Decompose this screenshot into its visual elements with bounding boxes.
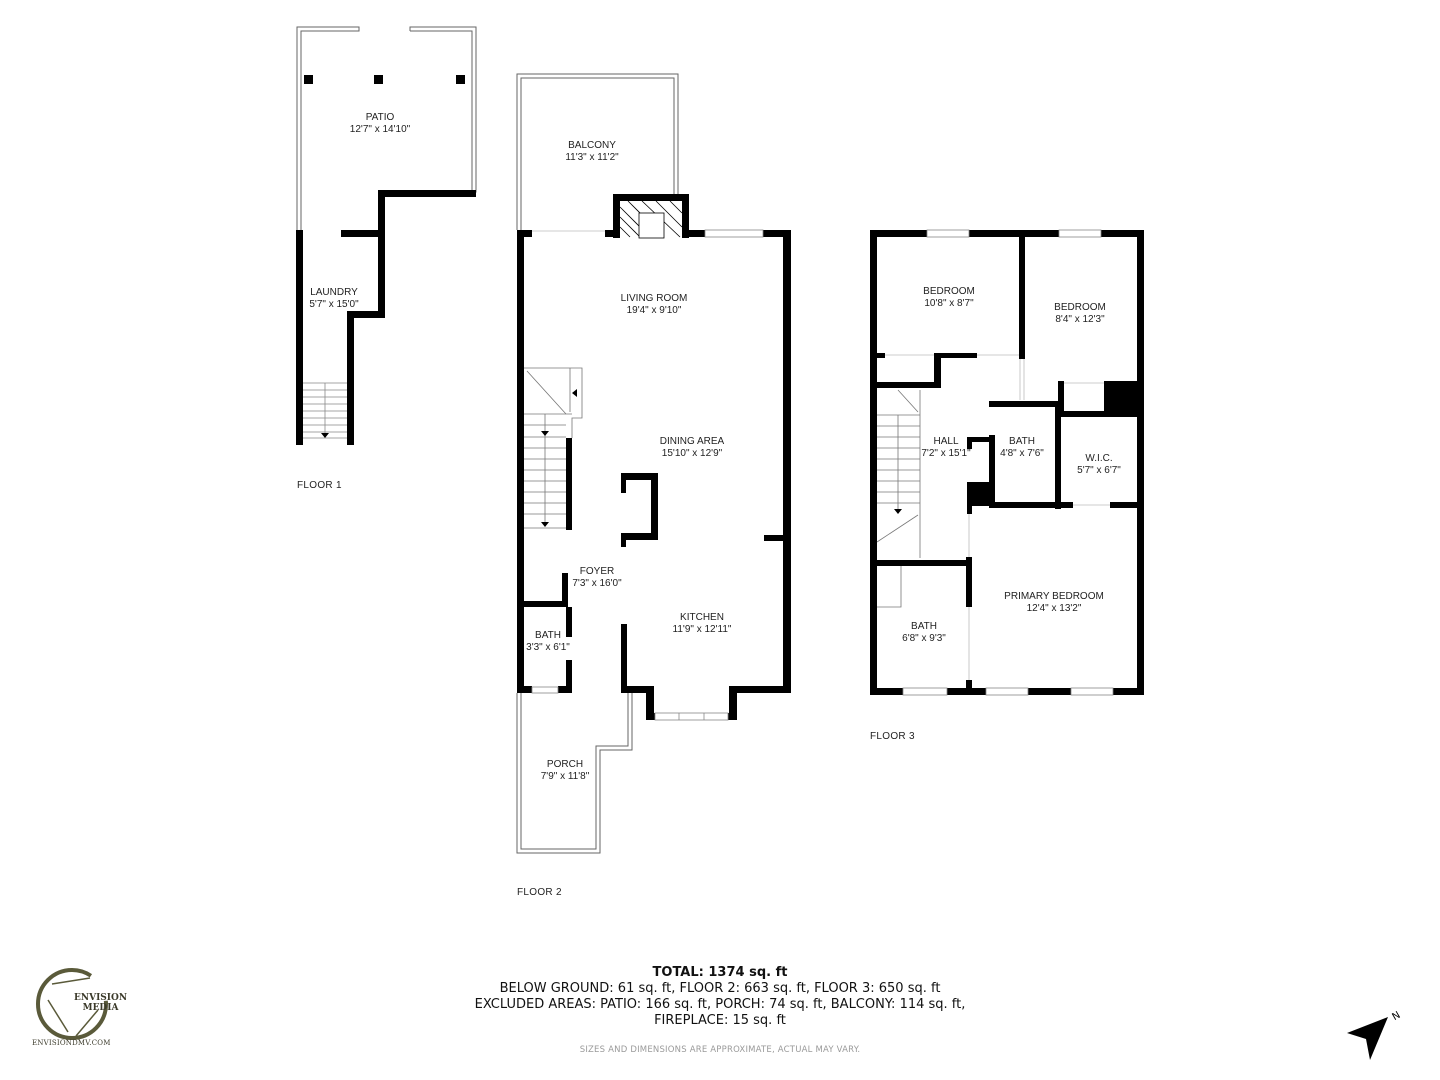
- floor-3-doorways: [885, 354, 1110, 680]
- logo-url: ENVISIONDMV.COM: [32, 1039, 111, 1047]
- stairs-arrow-icon: [541, 431, 549, 436]
- north-arrow-icon: N: [1347, 1010, 1403, 1060]
- floor-3-walls: [870, 230, 1144, 695]
- disclaimer: SIZES AND DIMENSIONS ARE APPROXIMATE, AC…: [579, 1045, 861, 1055]
- excluded-areas: EXCLUDED AREAS: PATIO: 166 sq. ft, PORCH…: [474, 997, 966, 1012]
- floor-3-stairs: [876, 389, 921, 608]
- stairs-arrow-icon: [572, 389, 577, 397]
- area-summary: TOTAL: 1374 sq. ft BELOW GROUND: 61 sq. …: [475, 965, 966, 1029]
- patio-post: [304, 75, 313, 84]
- floor-areas: BELOW GROUND: 61 sq. ft, FLOOR 2: 663 sq…: [499, 981, 941, 996]
- stairs-arrow-icon: [541, 522, 549, 527]
- fireplace: [613, 194, 689, 239]
- balcony-outline: [516, 73, 679, 230]
- floor-2-label: FLOOR 2: [517, 887, 562, 898]
- total-area: TOTAL: 1374 sq. ft: [652, 965, 788, 980]
- floor-1-label: FLOOR 1: [297, 480, 342, 491]
- patio-post: [456, 75, 465, 84]
- patio-post: [374, 75, 383, 84]
- stairs-arrow-icon: [321, 433, 329, 438]
- floor-3-plan: [870, 229, 1144, 696]
- floor-1-stairs: [303, 382, 347, 439]
- envision-media-logo-icon: [36, 968, 108, 1040]
- laundry-walls: [296, 190, 476, 445]
- floor-3-windows: [902, 229, 1114, 696]
- floor-2-walls: [517, 230, 791, 720]
- floor-1-plan: [296, 26, 477, 445]
- room-label-wic: W.I.C.5'7" x 6'7": [1077, 453, 1121, 476]
- floor-3-label: FLOOR 3: [870, 731, 915, 742]
- porch-outline: [516, 693, 633, 854]
- svg-text:N: N: [1391, 1010, 1403, 1023]
- floor-2-windows: [531, 229, 764, 721]
- stairs-arrow-icon: [894, 509, 902, 514]
- floor-2-plan: [516, 73, 791, 854]
- excluded-areas-cont: FIREPLACE: 15 sq. ft: [654, 1013, 786, 1028]
